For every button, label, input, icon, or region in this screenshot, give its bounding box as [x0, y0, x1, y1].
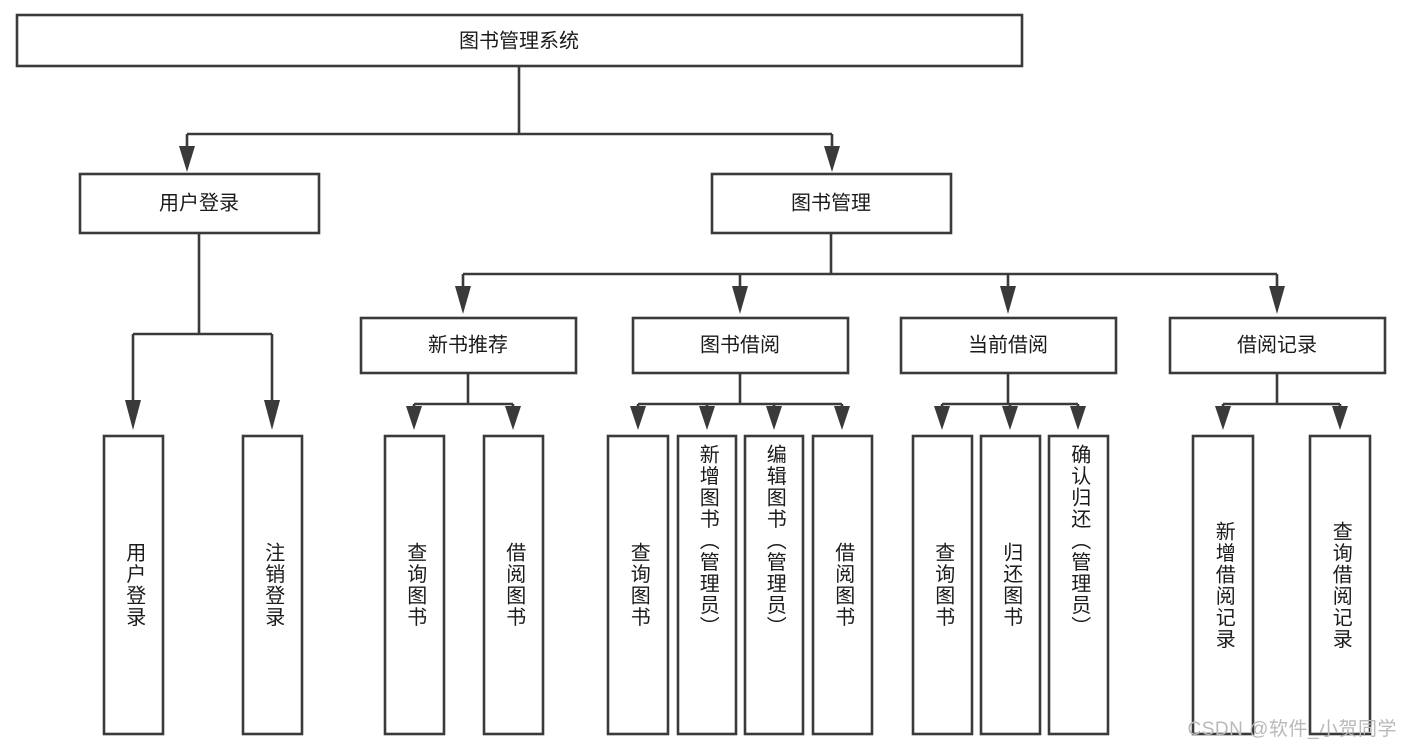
- connector-borrow-record-to-leaves: [1215, 373, 1348, 430]
- node-current-borrow-rect: [899, 316, 1118, 375]
- node-current-borrow-label: 当前借阅: [968, 333, 1048, 356]
- leaf-rect-add-book-admin[interactable]: [676, 434, 738, 736]
- arrowhead-icon: [505, 406, 521, 430]
- csdn-watermark: CSDN @软件_小贺同学: [1187, 719, 1397, 740]
- arrowhead-icon: [1002, 406, 1018, 430]
- node-current-borrow[interactable]: 当前借阅: [899, 316, 1118, 375]
- arrowhead-icon: [1070, 406, 1086, 430]
- leaf-rect-borrow-book-2[interactable]: [811, 434, 874, 736]
- arrowhead-icon: [934, 406, 950, 430]
- arrowhead-icon: [179, 146, 195, 172]
- node-new-book-recommend-label: 新书推荐: [428, 333, 508, 356]
- node-user-login-rect: [78, 172, 321, 235]
- node-root-label: 图书管理系统: [459, 29, 579, 52]
- node-user-login[interactable]: 用户登录: [78, 172, 321, 235]
- leaf-rect-user-login[interactable]: [102, 434, 165, 736]
- node-book-borrow[interactable]: 图书借阅: [631, 316, 850, 375]
- node-borrow-record[interactable]: 借阅记录: [1168, 316, 1387, 375]
- leaf-rect-query-book-3[interactable]: [911, 434, 974, 736]
- leaf-rect-add-borrow-record[interactable]: [1191, 434, 1255, 736]
- leaf-rect-query-book-2[interactable]: [606, 434, 670, 736]
- node-borrow-record-label: 借阅记录: [1237, 333, 1317, 356]
- arrowhead-icon: [732, 286, 748, 314]
- node-user-login-label: 用户登录: [159, 191, 239, 214]
- connector-current-borrow-to-leaves: [934, 373, 1086, 430]
- node-new-book-recommend-rect: [359, 316, 578, 375]
- leaf-rect-edit-book-admin[interactable]: [743, 434, 805, 736]
- arrowhead-icon: [1269, 286, 1285, 314]
- arrowhead-icon: [630, 406, 646, 430]
- connector-new-book-recommend-to-leaves: [406, 373, 521, 430]
- arrowhead-icon: [834, 406, 850, 430]
- leaf-rect-logout[interactable]: [241, 434, 304, 736]
- connector-book-management-to-level3: [455, 233, 1285, 314]
- arrowhead-icon: [264, 400, 280, 430]
- node-root[interactable]: 图书管理系统: [15, 13, 1024, 68]
- leaf-rect-return-book[interactable]: [979, 434, 1042, 736]
- leaf-rect-borrow-book-1[interactable]: [482, 434, 545, 736]
- node-book-management-label: 图书管理: [791, 191, 871, 214]
- arrowhead-icon: [699, 406, 715, 430]
- node-new-book-recommend[interactable]: 新书推荐: [359, 316, 578, 375]
- arrowhead-icon: [766, 406, 782, 430]
- arrowhead-icon: [1332, 406, 1348, 430]
- connector-root-to-level2: [179, 66, 840, 172]
- arrowhead-icon: [1215, 406, 1231, 430]
- node-book-management[interactable]: 图书管理: [710, 172, 953, 235]
- node-book-borrow-label: 图书借阅: [700, 333, 780, 356]
- arrowhead-icon: [455, 286, 471, 314]
- arrowhead-icon: [824, 146, 840, 172]
- leaf-rect-query-book-1[interactable]: [383, 434, 446, 736]
- connector-book-borrow-to-leaves: [630, 373, 850, 430]
- arrowhead-icon: [406, 406, 422, 430]
- node-root-rect: [15, 13, 1024, 68]
- connector-user-login-to-leaves: [125, 233, 280, 430]
- leaf-rect-query-borrow-record[interactable]: [1308, 434, 1372, 736]
- arrowhead-icon: [1000, 286, 1016, 314]
- arrowhead-icon: [125, 400, 141, 430]
- leaf-rect-confirm-return-admin[interactable]: [1047, 434, 1110, 736]
